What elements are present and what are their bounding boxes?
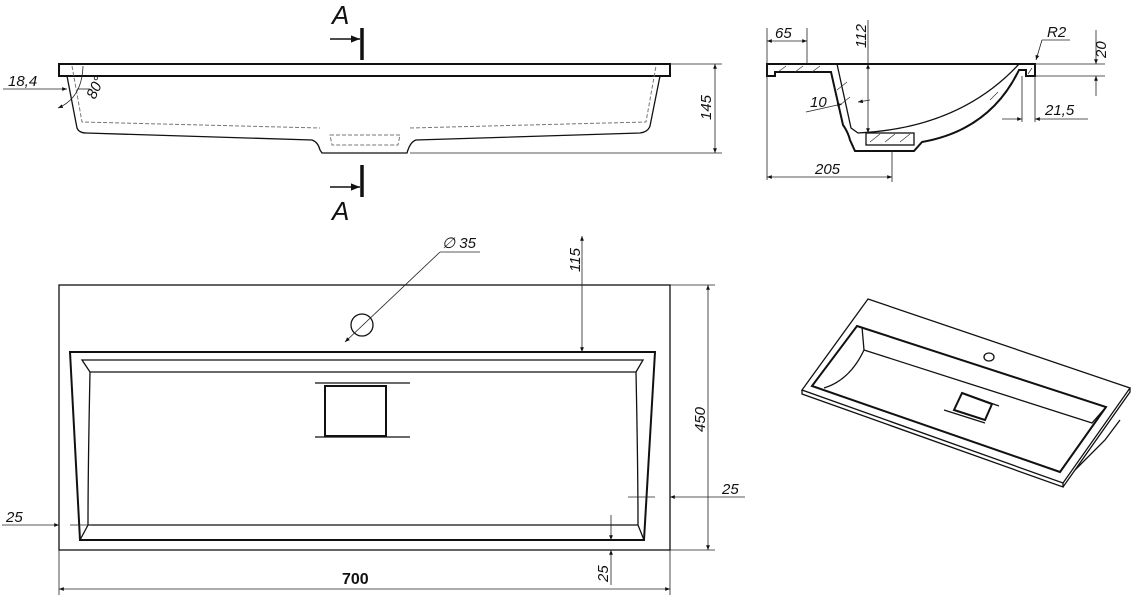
dim-bottom-25: 25 [595,565,612,583]
basin-outline [66,75,661,154]
dim-20: 20 [1093,41,1110,59]
dim-21-5: 21,5 [1044,102,1075,119]
iso-underside [1074,419,1121,471]
dim-115: 115 [567,247,584,272]
dim-205: 205 [814,161,841,178]
section-label-bottom: A [330,196,349,226]
dim-angle-80: 80° [83,74,108,102]
dim-right-25: 25 [721,481,739,498]
dim-r2: R2 [1047,24,1067,41]
dim-450: 450 [692,406,709,432]
countertop-slab [58,63,671,77]
iso-top-face [800,298,1132,484]
plan-view: ∅ 35 115 450 25 25 25 700 [2,235,745,595]
drain-grate [324,385,387,437]
iso-basin-inner [823,326,1107,424]
section-label-top: A [330,0,349,30]
dim-hole-35: ∅ 35 [442,235,477,252]
basin-rim [68,351,657,541]
faucet-hole [350,313,374,337]
iso-basin-rim [810,324,1108,474]
dim-145: 145 [698,94,715,120]
front-view: A A 145 18,4 80° [3,0,722,226]
countertop-outline [58,284,671,551]
basin-inner [79,371,645,541]
bowl-inner [836,63,1020,134]
dim-112: 112 [853,23,870,48]
section-outline [766,63,1036,152]
isometric-view [800,298,1132,488]
dim-left-25: 25 [5,509,23,526]
iso-faucet-hole [983,352,995,362]
dim-700: 700 [342,571,369,588]
basin-back-slope [80,359,645,373]
dim-65: 65 [775,25,792,42]
dim-18-4: 18,4 [8,73,37,90]
section-hatching [777,65,1033,143]
hidden-lines [71,65,657,146]
iso-edge [801,388,1131,488]
drain-insert [865,132,915,146]
dim-10: 10 [810,94,827,111]
section-view: 65 112 R2 20 10 21,5 205 [766,20,1110,182]
